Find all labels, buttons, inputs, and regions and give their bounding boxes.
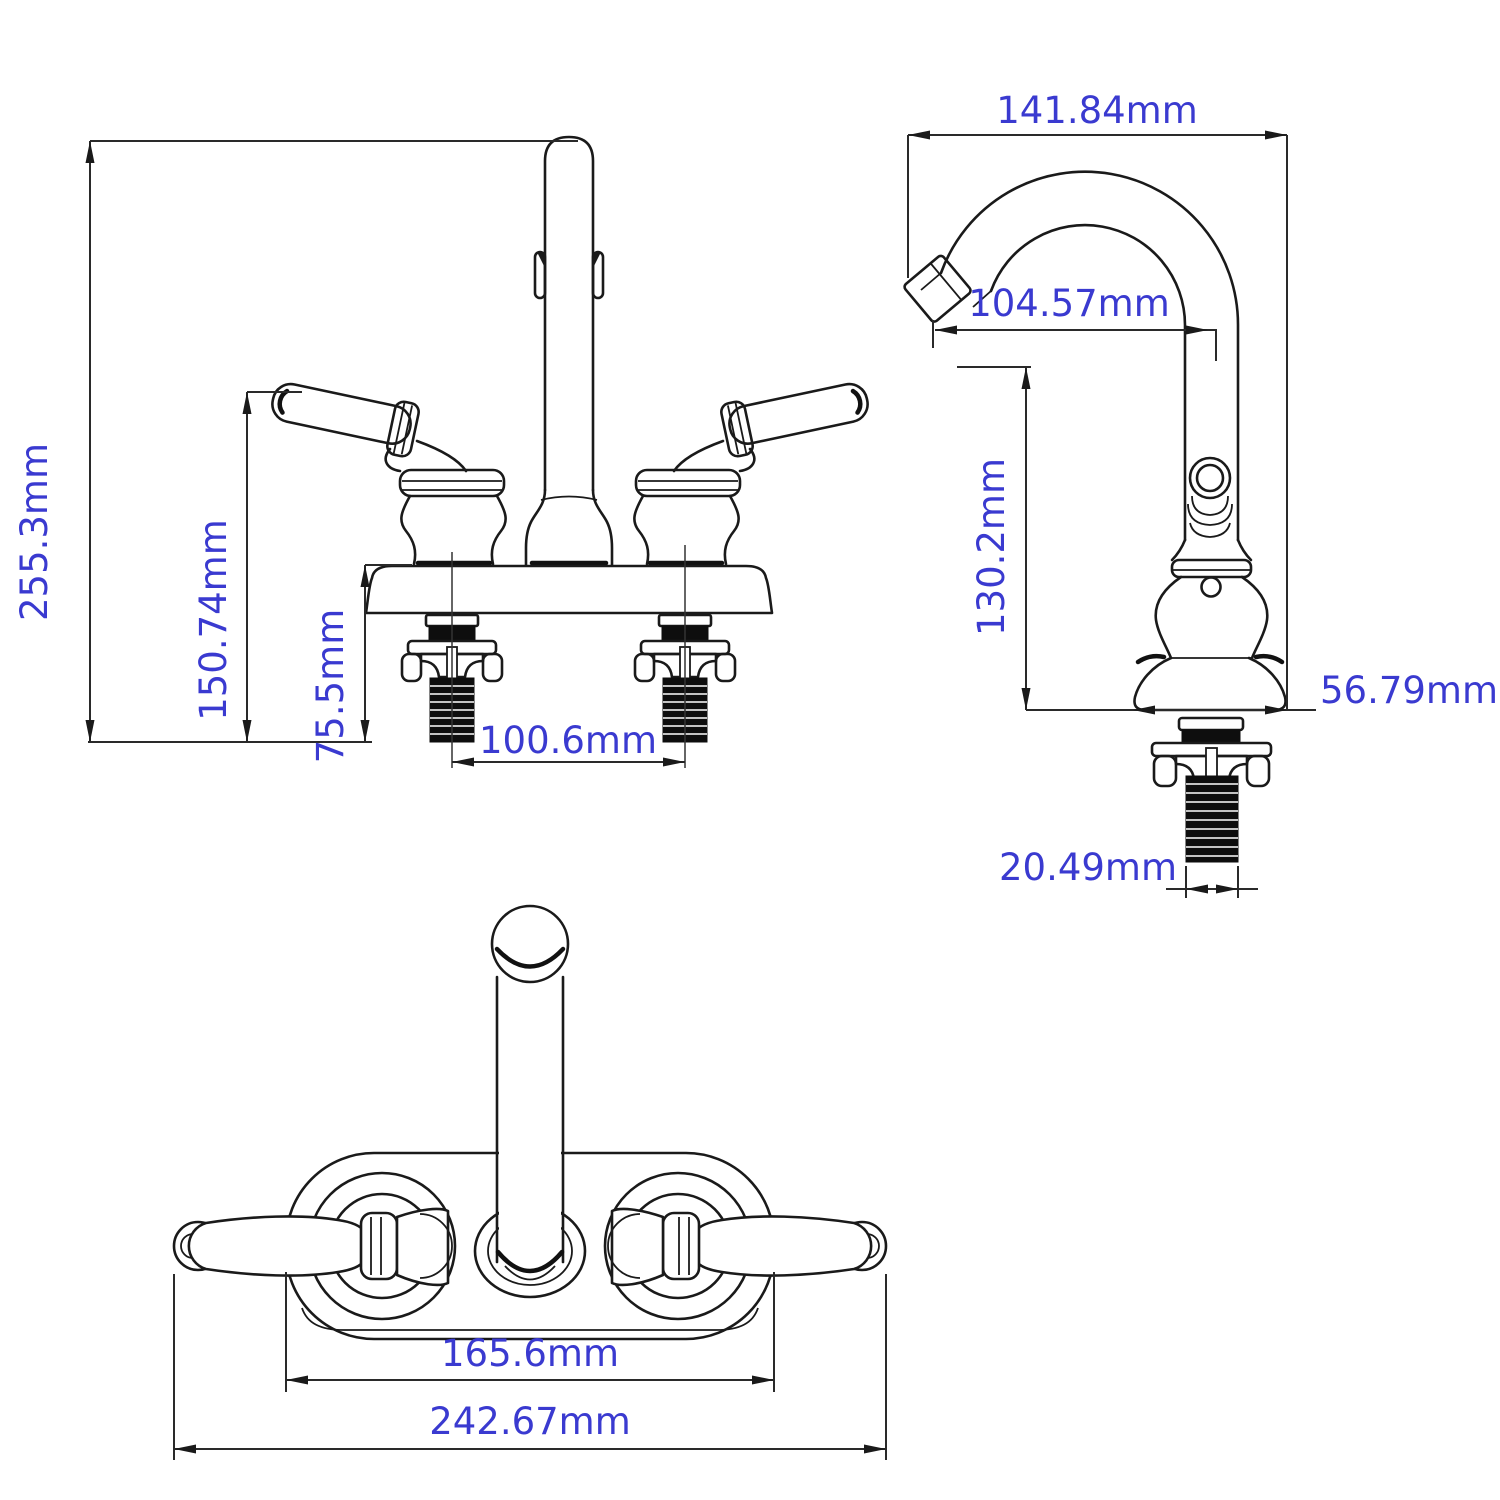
dim-label-plate-width: 165.6mm: [441, 1332, 619, 1375]
dim-label-spout-height: 130.2mm: [970, 458, 1013, 636]
side-neck-flare: [1170, 538, 1253, 562]
side-view: 141.84mm 104.57mm 130.2mm 56.79mm 20.49m…: [903, 89, 1498, 898]
front-dimension-lines: [88, 140, 685, 763]
dim-label-shank-width: 20.49mm: [999, 846, 1177, 889]
spout-outer-arc: [939, 170, 1240, 542]
spout-cap-plan: [490, 904, 570, 984]
front-dimension-arrows: [85, 141, 685, 767]
bottom-handle-left: [172, 1207, 454, 1287]
dim-label-overall-width: 242.67mm: [429, 1400, 631, 1443]
bottom-view: 165.6mm 242.67mm: [172, 904, 888, 1460]
side-washer: [1177, 716, 1245, 732]
spout-aerator: [903, 254, 972, 323]
dim-label-base-width: 56.79mm: [1320, 669, 1498, 712]
spout-inner-arc: [989, 223, 1187, 542]
dim-label-shank-spacing: 100.6mm: [479, 719, 657, 762]
dim-label-base-height: 75.5mm: [309, 609, 352, 763]
side-bell-body: [1154, 575, 1269, 660]
bottom-handle-right: [606, 1207, 888, 1287]
spout-trumpet-base: [524, 488, 614, 567]
side-handle-knob: [1188, 456, 1232, 500]
dim-label-handle-height: 150.74mm: [192, 519, 235, 721]
side-handle-collar: [1187, 495, 1233, 538]
side-nut-wing-right: [1245, 754, 1271, 788]
front-view: 255.3mm 150.74mm 75.5mm 100.6mm: [13, 135, 871, 768]
dim-label-overall-reach: 141.84mm: [996, 89, 1198, 132]
side-threaded-shank: [1185, 775, 1239, 863]
bottom-dimension-arrows: [174, 1375, 886, 1454]
deck-plate-rim: [301, 1307, 759, 1331]
side-base-skirt: [1133, 656, 1287, 712]
bottom-dimension-lines: [173, 1272, 887, 1460]
side-flange: [1170, 558, 1253, 579]
spout-cap-opening: [494, 946, 566, 969]
side-dimension-arrows: [908, 130, 1287, 894]
side-set-screw: [1200, 576, 1222, 598]
side-rubber-washer: [1181, 729, 1241, 744]
dim-label-spout-reach: 104.57mm: [968, 282, 1170, 325]
spout-pipe-front: [543, 135, 595, 492]
side-nut-wing-left: [1152, 754, 1178, 788]
spout-pipe-end-opening: [495, 1249, 565, 1274]
side-handle-knob-inner: [1195, 463, 1225, 493]
dim-label-overall-height: 255.3mm: [13, 443, 56, 621]
deck-plate-front: [364, 564, 774, 615]
front-handle-right: [634, 381, 871, 564]
front-handle-left: [269, 381, 506, 564]
